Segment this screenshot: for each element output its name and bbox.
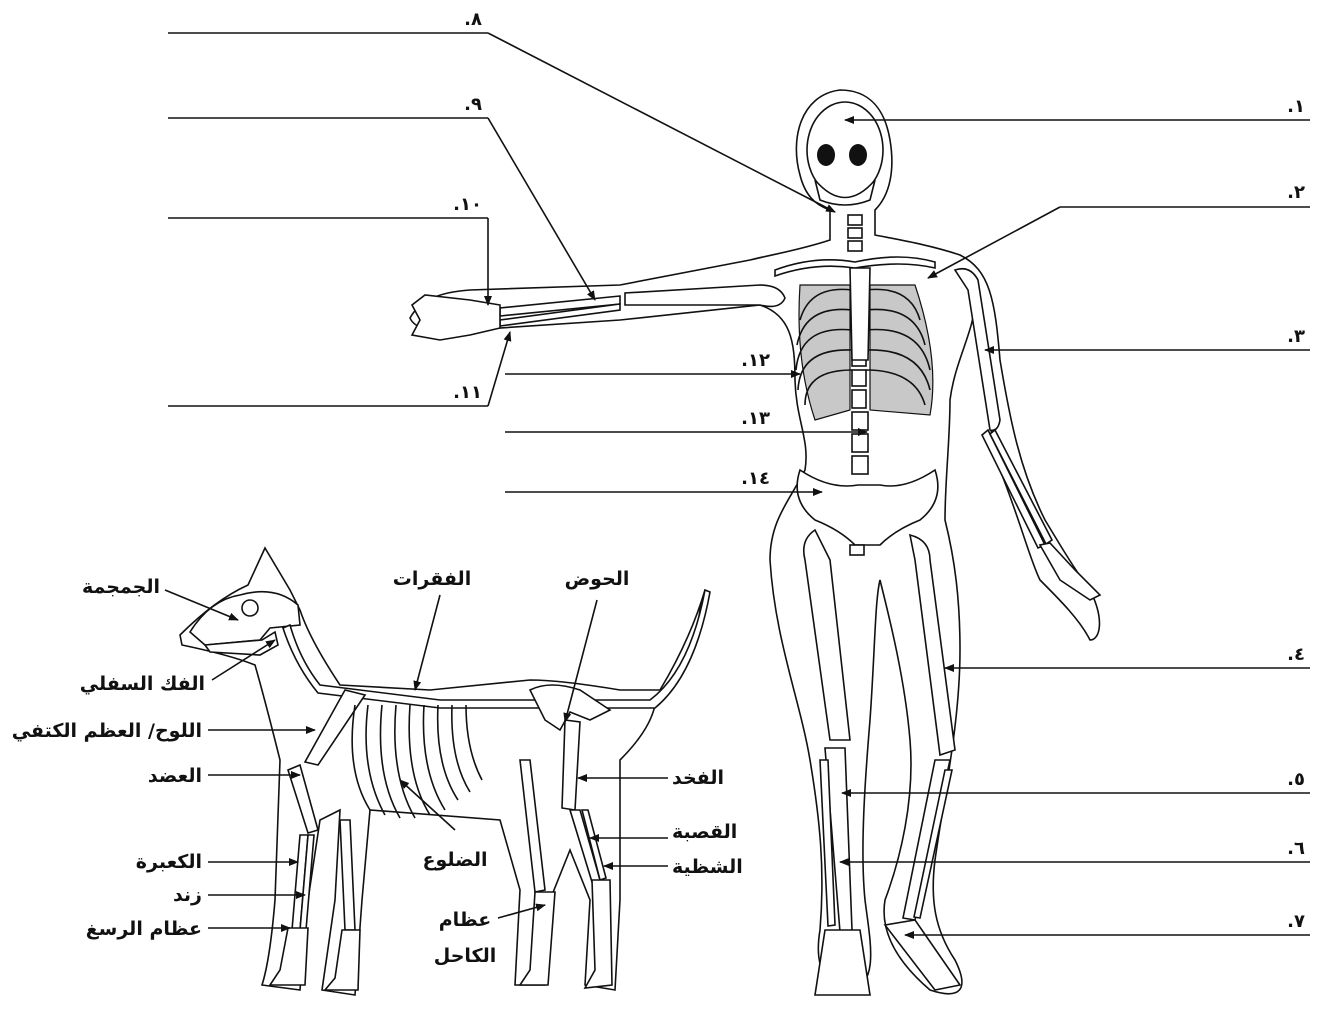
number-3: .٣ xyxy=(1287,326,1305,347)
number-6: .٦ xyxy=(1287,838,1305,859)
dog-text-labels: الجمجمة الفقرات الحوض الفك السفلي اللوح/… xyxy=(12,568,743,967)
label-ribs: الضلوع xyxy=(422,849,487,871)
label-skull: الجمجمة xyxy=(82,576,160,598)
label-fibula: الشظية xyxy=(672,856,743,878)
number-11: .١١ xyxy=(453,382,482,403)
number-7: .٧ xyxy=(1287,911,1305,932)
number-12: .١٢ xyxy=(741,350,770,371)
dog-ribs xyxy=(352,705,482,818)
human-upper-arm xyxy=(625,285,785,306)
label-mandible: الفك السفلي xyxy=(80,673,205,695)
human-hand xyxy=(412,295,500,340)
label-carpals: عظام الرسغ xyxy=(86,918,202,940)
label-vertebrae: الفقرات xyxy=(393,568,471,590)
human-body-outline xyxy=(410,90,1099,994)
label-tibia: القصبة xyxy=(672,821,737,843)
label-pelvis: الحوض xyxy=(565,568,630,590)
label-ulna: زند xyxy=(173,884,202,906)
dog-skull xyxy=(190,592,300,645)
number-9: .٩ xyxy=(464,94,482,115)
label-humerus: العضد xyxy=(148,765,202,787)
number-2: .٢ xyxy=(1287,182,1305,203)
dog-scapula xyxy=(305,690,365,765)
dog-carpals xyxy=(270,928,308,985)
number-1: .١ xyxy=(1287,96,1305,117)
label-tarsals-line2: الكاحل xyxy=(434,945,496,967)
label-tarsals-line1: عظام xyxy=(439,909,492,931)
number-10: .١٠ xyxy=(453,194,482,215)
label-scapula: اللوح/ العظم الكتفي xyxy=(12,720,202,742)
label-radius: الكعبرة xyxy=(136,851,202,873)
label-femur: الفخد xyxy=(672,767,724,789)
dog-femur xyxy=(562,720,580,810)
human-femur xyxy=(804,530,850,740)
number-8: .٨ xyxy=(464,9,482,30)
human-pelvis xyxy=(797,470,938,545)
human-skeleton xyxy=(410,90,1100,995)
number-13: .١٣ xyxy=(741,408,770,429)
number-5: .٥ xyxy=(1287,769,1305,790)
number-14: .١٤ xyxy=(741,468,770,489)
number-4: .٤ xyxy=(1287,644,1305,665)
human-label-lines xyxy=(168,33,1310,935)
